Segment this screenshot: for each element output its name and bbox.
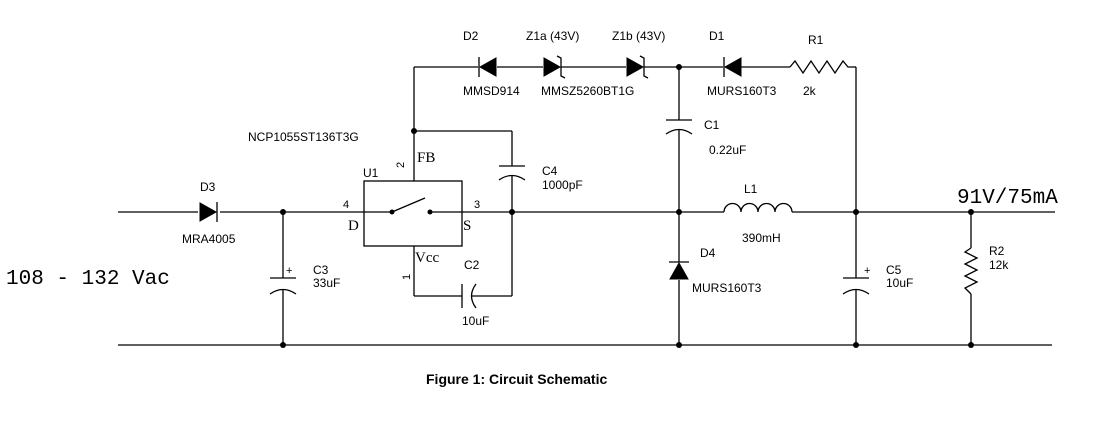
d1-value: MURS160T3: [707, 84, 777, 98]
d3-value: MRA4005: [182, 232, 236, 246]
u1-pin-s: S: [463, 218, 471, 234]
d4-ref: D4: [700, 246, 716, 260]
figure-caption: Figure 1: Circuit Schematic: [426, 371, 607, 387]
d2-ref: D2: [463, 29, 479, 43]
r1-value: 2k: [803, 84, 817, 98]
wires: [118, 66, 1055, 346]
d1-ref: D1: [709, 29, 725, 43]
input-voltage-label: 108 - 132 Vac: [6, 268, 170, 291]
inductor-l1: [723, 202, 793, 213]
capacitor-c4: [498, 165, 526, 181]
u1-pin-d: D: [348, 218, 359, 234]
zener-z1a: [543, 55, 566, 79]
u1-pin-fb: FB: [417, 150, 435, 166]
u1-ref: U1: [363, 166, 379, 180]
diode-d1: [723, 57, 742, 77]
z1a-ref: Z1a (43V): [526, 29, 579, 43]
c1-value: 0.22uF: [709, 143, 746, 157]
c2-value: 10uF: [462, 314, 489, 328]
capacitor-c2: [461, 283, 477, 309]
z1a-value: MMSZ5260BT1G: [541, 84, 634, 98]
diode-d4: [669, 261, 689, 280]
output-rating-label: 91V/75mA: [957, 187, 1058, 210]
c4-ref: C4: [542, 164, 558, 178]
l1-value: 390mH: [742, 231, 781, 245]
u1-pin-fb-number: 2: [395, 162, 407, 168]
d3-ref: D3: [200, 180, 216, 194]
d2-value: MMSD914: [463, 84, 520, 98]
z1b-ref: Z1b (43V): [612, 29, 665, 43]
resistor-r2: [963, 247, 979, 295]
u1-pin-vcc-number: 1: [401, 274, 413, 280]
d4-value: MURS160T3: [692, 281, 762, 295]
c5-value: 10uF: [886, 276, 913, 290]
u1-part-number: NCP1055ST136T3G: [248, 130, 359, 144]
c4-value: 1000pF: [542, 178, 583, 192]
c3-polarity: +: [286, 265, 292, 277]
c1-ref: C1: [704, 118, 720, 132]
diode-d2: [478, 57, 497, 77]
ic-u1: [363, 180, 463, 247]
junction-dots: [280, 64, 974, 348]
c2-ref: C2: [464, 258, 480, 272]
r2-ref: R2: [989, 244, 1005, 258]
capacitor-c3: [269, 277, 297, 295]
diode-d3: [199, 202, 218, 222]
capacitor-c5: [842, 277, 870, 295]
c3-value: 33uF: [313, 276, 340, 290]
r2-value: 12k: [989, 258, 1009, 272]
resistor-r1: [789, 59, 852, 75]
r1-ref: R1: [808, 33, 824, 47]
u1-pin-s-number: 3: [474, 199, 480, 211]
zener-z1b: [626, 55, 649, 79]
capacitor-c1: [665, 119, 693, 135]
u1-pin-d-number: 4: [343, 199, 349, 211]
c3-ref: C3: [313, 263, 329, 277]
c5-ref: C5: [886, 263, 902, 277]
u1-pin-vcc: Vcc: [415, 250, 439, 266]
c5-polarity: +: [864, 265, 870, 277]
l1-ref: L1: [744, 182, 758, 196]
